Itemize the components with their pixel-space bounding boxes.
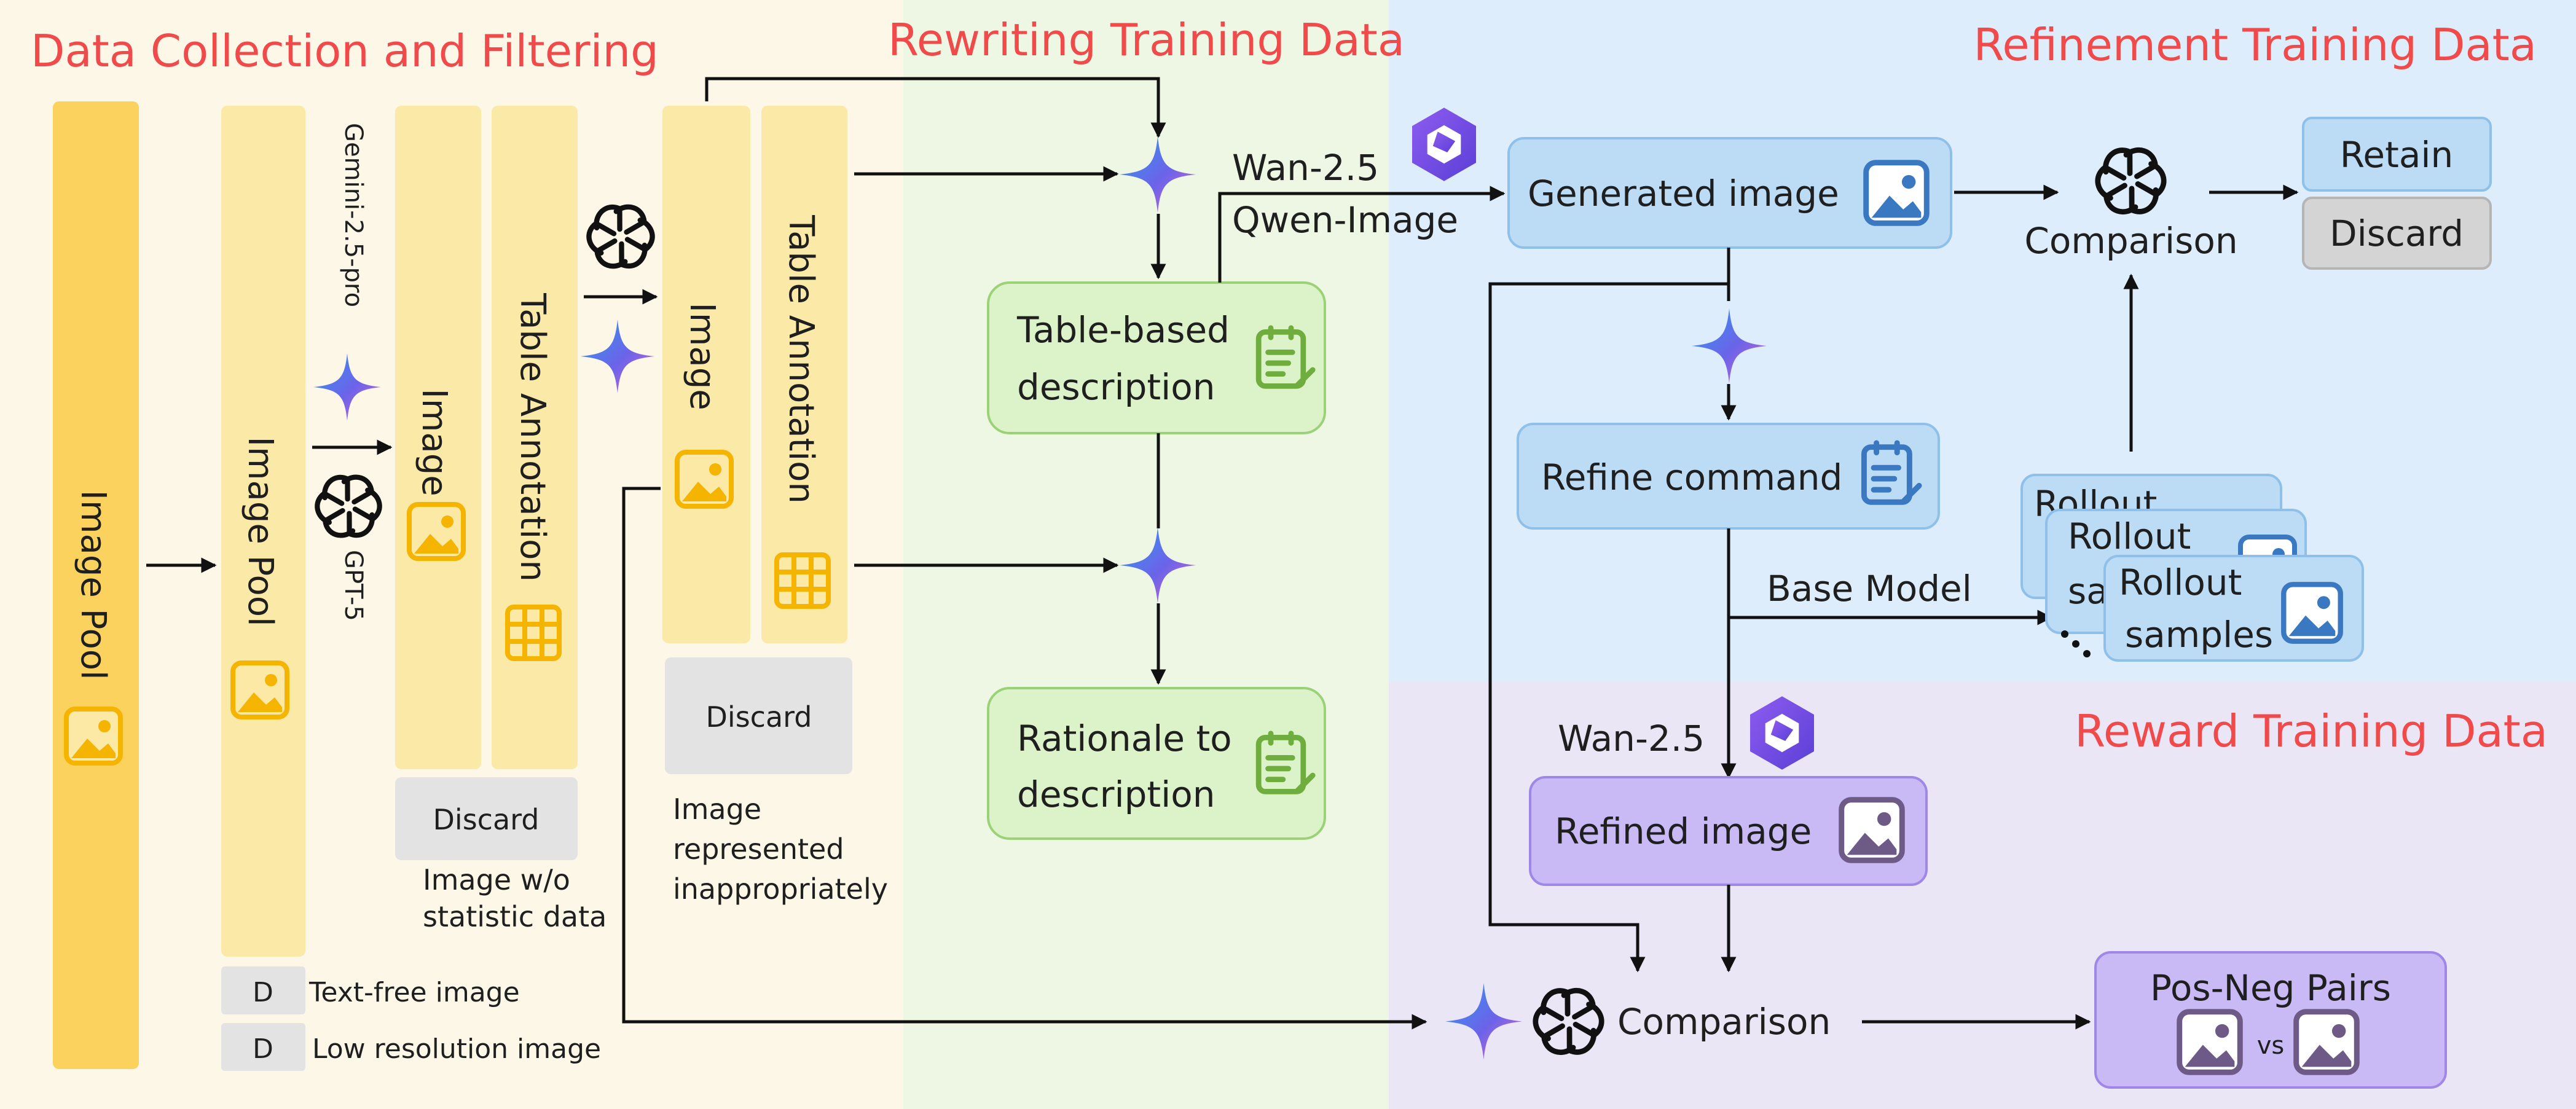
reward-title: Reward Training Data	[2075, 705, 2548, 757]
ellipsis-dots	[2061, 630, 2091, 657]
table-annotation-column-2	[761, 106, 847, 643]
reward-comparison-label: Comparison	[1617, 1001, 1831, 1043]
discard-2-note-line-2: represented	[673, 833, 844, 866]
discard-1-note-line-1: Image w/o	[423, 863, 570, 896]
discard-1-label: Discard	[433, 803, 540, 836]
image-icon	[677, 452, 731, 506]
rationale-desc-line-2: description	[1017, 774, 1215, 815]
table-desc-line-1: Table-based	[1016, 309, 1230, 351]
image-icon	[66, 709, 120, 763]
refinement-section-bg	[1389, 0, 2576, 682]
arrow	[1218, 186, 1506, 283]
table-annotation-2-label: Table Annotation	[781, 214, 821, 504]
refine-command-label: Refine command	[1541, 457, 1842, 498]
legend-tag-1	[221, 966, 305, 1014]
arrow	[622, 487, 1427, 1030]
refinement-discard-label: Discard	[2330, 213, 2464, 254]
model-gpt-label: GPT-5	[339, 550, 367, 621]
reward-model-wan-label: Wan-2.5	[1558, 718, 1705, 759]
gen-model-wan-label: Wan-2.5	[1232, 147, 1379, 189]
image-icon	[2296, 1012, 2357, 1073]
table-based-description-box	[987, 281, 1326, 434]
legend-text-2: Low resolution image	[312, 1033, 601, 1065]
image-pool-column-1	[53, 101, 139, 1069]
legend-text-1: Text-free image	[308, 977, 520, 1008]
image-icon	[409, 504, 463, 558]
model-gemini-label: Gemini-2.5-pro	[339, 123, 367, 307]
table-desc-line-2: description	[1017, 366, 1215, 408]
rollout-3-line-2: samples	[2125, 614, 2273, 656]
rewriting-section-bg	[903, 0, 1389, 1109]
base-model-label: Base Model	[1767, 568, 1972, 609]
retain-label: Retain	[2340, 134, 2454, 176]
image-column-1-label: Image	[414, 388, 454, 496]
refinement-discard-box	[2302, 197, 2492, 270]
discard-1-note-line-2: statistic data	[423, 900, 607, 933]
image-column-1	[395, 106, 481, 769]
refined-image-label: Refined image	[1555, 810, 1812, 852]
pos-neg-pairs-label: Pos-Neg Pairs	[2150, 967, 2391, 1009]
discard-2-label: Discard	[706, 700, 812, 734]
arrow	[1488, 282, 1729, 973]
table-annotation-column-1	[492, 106, 578, 769]
image-icon	[2283, 584, 2340, 641]
image-column-2	[662, 106, 750, 643]
legend-tag-2	[221, 1023, 305, 1071]
discard-2-note-line-1: Image	[673, 793, 761, 826]
table-annotation-1-label: Table Annotation	[512, 292, 552, 582]
vs-label: vs	[2257, 1032, 2285, 1060]
image-icon	[2180, 1012, 2240, 1073]
image-column-2-label: Image	[682, 302, 722, 410]
rollout-2-line-1: Rollout	[2068, 515, 2191, 557]
rewriting-title: Rewriting Training Data	[888, 14, 1405, 66]
image-icon	[1866, 163, 1927, 224]
refinement-title: Refinement Training Data	[1974, 19, 2537, 71]
image-icon	[233, 663, 287, 717]
rollout-3-line-1: Rollout	[2119, 562, 2242, 603]
gen-model-qwen-label: Qwen-Image	[1232, 199, 1458, 241]
discard-box-1	[395, 777, 578, 860]
image-pool-2-label: Image Pool	[240, 436, 280, 626]
retain-box	[2302, 117, 2492, 192]
arrow	[705, 77, 1166, 138]
refinement-comparison-label: Comparison	[2024, 220, 2237, 262]
image-pool-column-2	[221, 106, 305, 957]
image-pool-1-label: Image Pool	[73, 490, 113, 680]
legend-tag-2-label: D	[253, 1033, 273, 1065]
generated-image-label: Generated image	[1528, 173, 1839, 214]
collection-title: Data Collection and Filtering	[31, 25, 659, 77]
rationale-desc-line-1: Rationale to	[1017, 718, 1232, 759]
discard-2-note-line-3: inappropriately	[673, 872, 888, 906]
image-icon	[1842, 800, 1903, 861]
legend-tag-1-label: D	[253, 977, 273, 1008]
discard-box-2	[665, 657, 852, 774]
table-icon	[777, 555, 828, 606]
rollout-2-line-2: sa	[2068, 570, 2108, 612]
rationale-description-box	[987, 687, 1326, 840]
table-icon	[508, 607, 559, 659]
